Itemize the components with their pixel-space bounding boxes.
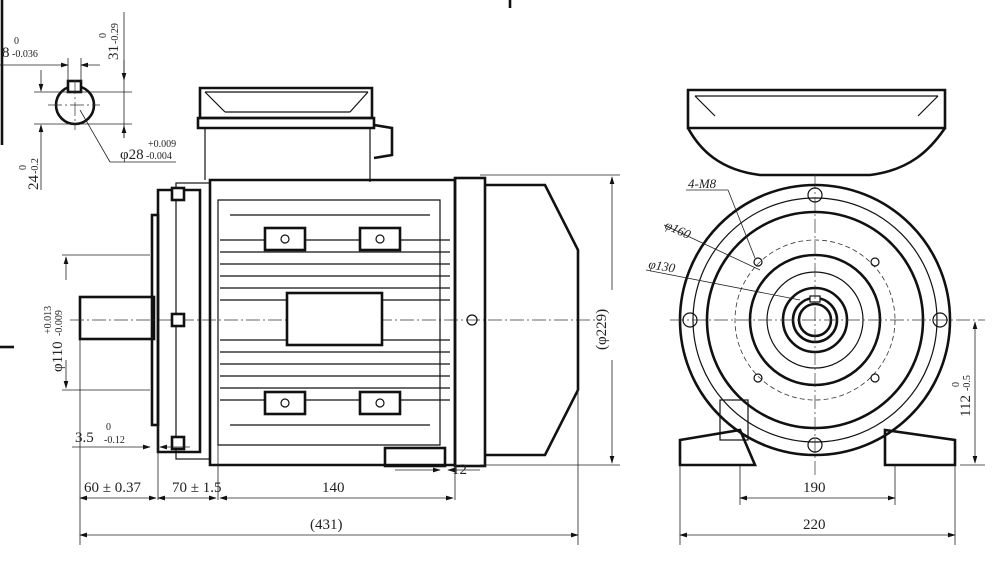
spigot-depth-dim: 3.5 bbox=[75, 430, 94, 446]
key-width-dim: 8 bbox=[2, 45, 10, 61]
spigot-depth-upper-tol: 0 bbox=[106, 422, 111, 433]
pcd-label: φ160 bbox=[663, 217, 694, 242]
shaft-height-upper-tol: 0 bbox=[951, 382, 962, 387]
foot-offset-dim: 70 ± 1.5 bbox=[172, 480, 221, 496]
overall-height-dim: (φ229) bbox=[594, 309, 610, 350]
spigot-end-label: φ130 bbox=[647, 256, 676, 275]
key-height-dim: 31 bbox=[106, 45, 122, 60]
spigot-diameter-lower-tol: -0.009 bbox=[54, 310, 65, 336]
foot-width-dim: 220 bbox=[803, 517, 826, 533]
key-height-upper-tol: 0 bbox=[98, 33, 109, 38]
spigot-diameter-upper-tol: +0.013 bbox=[43, 306, 54, 334]
shaft-diameter-upper-tol: +0.009 bbox=[148, 139, 176, 150]
key-height-lower-tol: -0.29 bbox=[110, 23, 121, 44]
foot-spacing-side-dim: 140 bbox=[322, 480, 345, 496]
flange-holes-label: 4-M8 bbox=[688, 176, 717, 191]
keyway-depth-dim: 24 bbox=[26, 175, 42, 191]
motor-side-view bbox=[70, 86, 600, 468]
side-view-dimension-lines bbox=[62, 174, 620, 545]
keyway-depth-upper-tol: 0 bbox=[18, 165, 29, 170]
key-width-upper-tol: 0 bbox=[14, 36, 19, 47]
shaft-section-detail bbox=[0, 12, 176, 190]
spigot-depth-lower-tol: -0.12 bbox=[104, 435, 125, 446]
foot-spacing-end-dim: 190 bbox=[803, 480, 826, 496]
end-view-dimension-lines bbox=[645, 189, 985, 545]
motor-end-view bbox=[670, 88, 985, 475]
foot-hole-dim: 12 bbox=[452, 462, 467, 478]
key-width-lower-tol: -0.036 bbox=[12, 49, 38, 60]
shaft-height-dim: 112 bbox=[958, 395, 974, 417]
keyway-depth-lower-tol: -0.2 bbox=[30, 158, 41, 174]
shaft-length-dim: 60 ± 0.37 bbox=[84, 480, 141, 496]
shaft-height-lower-tol: -0.5 bbox=[962, 375, 973, 391]
overall-length-dim: (431) bbox=[310, 517, 343, 533]
shaft-diameter-dim: φ28 bbox=[120, 147, 144, 163]
shaft-diameter-lower-tol: -0.004 bbox=[146, 151, 172, 162]
spigot-diameter-dim: φ110 bbox=[50, 341, 66, 372]
